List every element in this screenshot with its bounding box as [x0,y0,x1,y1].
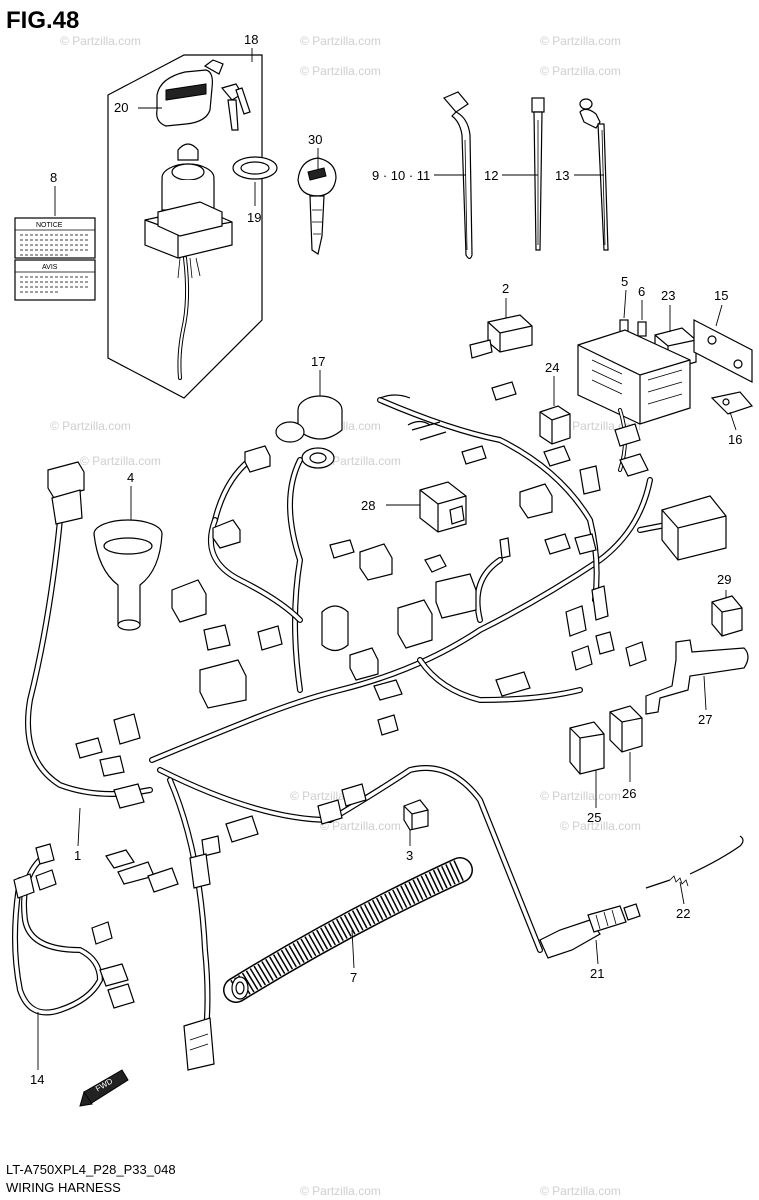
key-30 [297,157,337,255]
callout-5: 5 [621,274,628,289]
callout-24: 24 [545,360,559,375]
watermark: © Partzilla.com [60,34,141,48]
connector-2 [469,314,533,359]
watermark: © Partzilla.com [320,454,401,468]
callout-19: 19 [247,210,261,225]
connector-26 [609,705,643,753]
main-harness [25,397,703,1043]
connector-24 [539,405,571,445]
watermark: © Partzilla.com [540,1184,621,1198]
callout-3: 3 [406,848,413,863]
callout-6: 6 [638,284,645,299]
watermark: © Partzilla.com [540,789,621,803]
connector-29 [711,595,743,637]
clamp-27 [645,639,749,715]
watermark: © Partzilla.com [80,454,161,468]
leader-lines [37,48,737,1070]
avis-text: AVIS [42,264,58,271]
callout-14: 14 [30,1072,44,1087]
callout-1: 1 [74,848,81,863]
clip-16 [710,391,754,415]
callout-2: 2 [502,281,509,296]
callout-25: 25 [587,810,601,825]
diagram-caption: WIRING HARNESS [6,1180,121,1195]
callout-29: 29 [717,572,731,587]
connector-25 [569,721,605,775]
callout-30: 30 [308,132,322,147]
sub-harness-14 [12,843,135,1016]
callout-8: 8 [50,170,57,185]
watermark: © Partzilla.com [300,1184,381,1198]
fwd-arrow: FWD [79,1069,129,1107]
callout-18: 18 [244,32,258,47]
sensor-21 [539,903,641,959]
watermark: © Partzilla.com [300,34,381,48]
figure-title: FIG.48 [6,7,79,34]
cable-tie-12 [531,97,545,251]
watermark: © Partzilla.com [560,819,641,833]
socket-17 [275,395,343,469]
watermark: © Partzilla.com [540,34,621,48]
relay-28 [419,481,467,533]
connector-3 [403,799,429,831]
callout-15: 15 [714,288,728,303]
callout-26: 26 [622,786,636,801]
fuse-6 [637,321,647,337]
callout-4: 4 [127,470,134,485]
callout-16: 16 [728,432,742,447]
notice-label-8: NOTICE AVIS [14,217,96,301]
watermark: © Partzilla.com [540,64,621,78]
boot-4 [93,519,163,631]
callout-23: 23 [661,288,675,303]
watermark: © Partzilla.com [300,64,381,78]
callout-28: 28 [361,498,375,513]
callout-13: 13 [555,168,569,183]
corrugated-tube-7 [223,857,473,1003]
model-code: LT-A750XPL4_P28_P33_048 [6,1162,176,1177]
washer-19 [232,156,278,180]
callout-21: 21 [590,966,604,981]
watermark: © Partzilla.com [320,819,401,833]
cable-tie-9-10-11 [443,91,473,260]
callout-27: 27 [698,712,712,727]
callouts: 18 20 8 19 30 9 · 10 · 11 12 13 2 5 6 23… [30,32,742,1087]
callout-7: 7 [350,970,357,985]
callout-20: 20 [114,100,128,115]
ignition-switch-assembly [107,54,263,399]
harness-connectors [47,381,727,1071]
cable-tie-13 [579,98,609,251]
notice-text: NOTICE [36,222,63,229]
callout-17: 17 [311,354,325,369]
callout-22: 22 [676,906,690,921]
bracket-15 [693,319,753,383]
callout-12: 12 [484,168,498,183]
callout-9-10-11: 9 · 10 · 11 [372,168,430,183]
spring-22 [645,835,744,889]
watermark: © Partzilla.com [50,419,131,433]
